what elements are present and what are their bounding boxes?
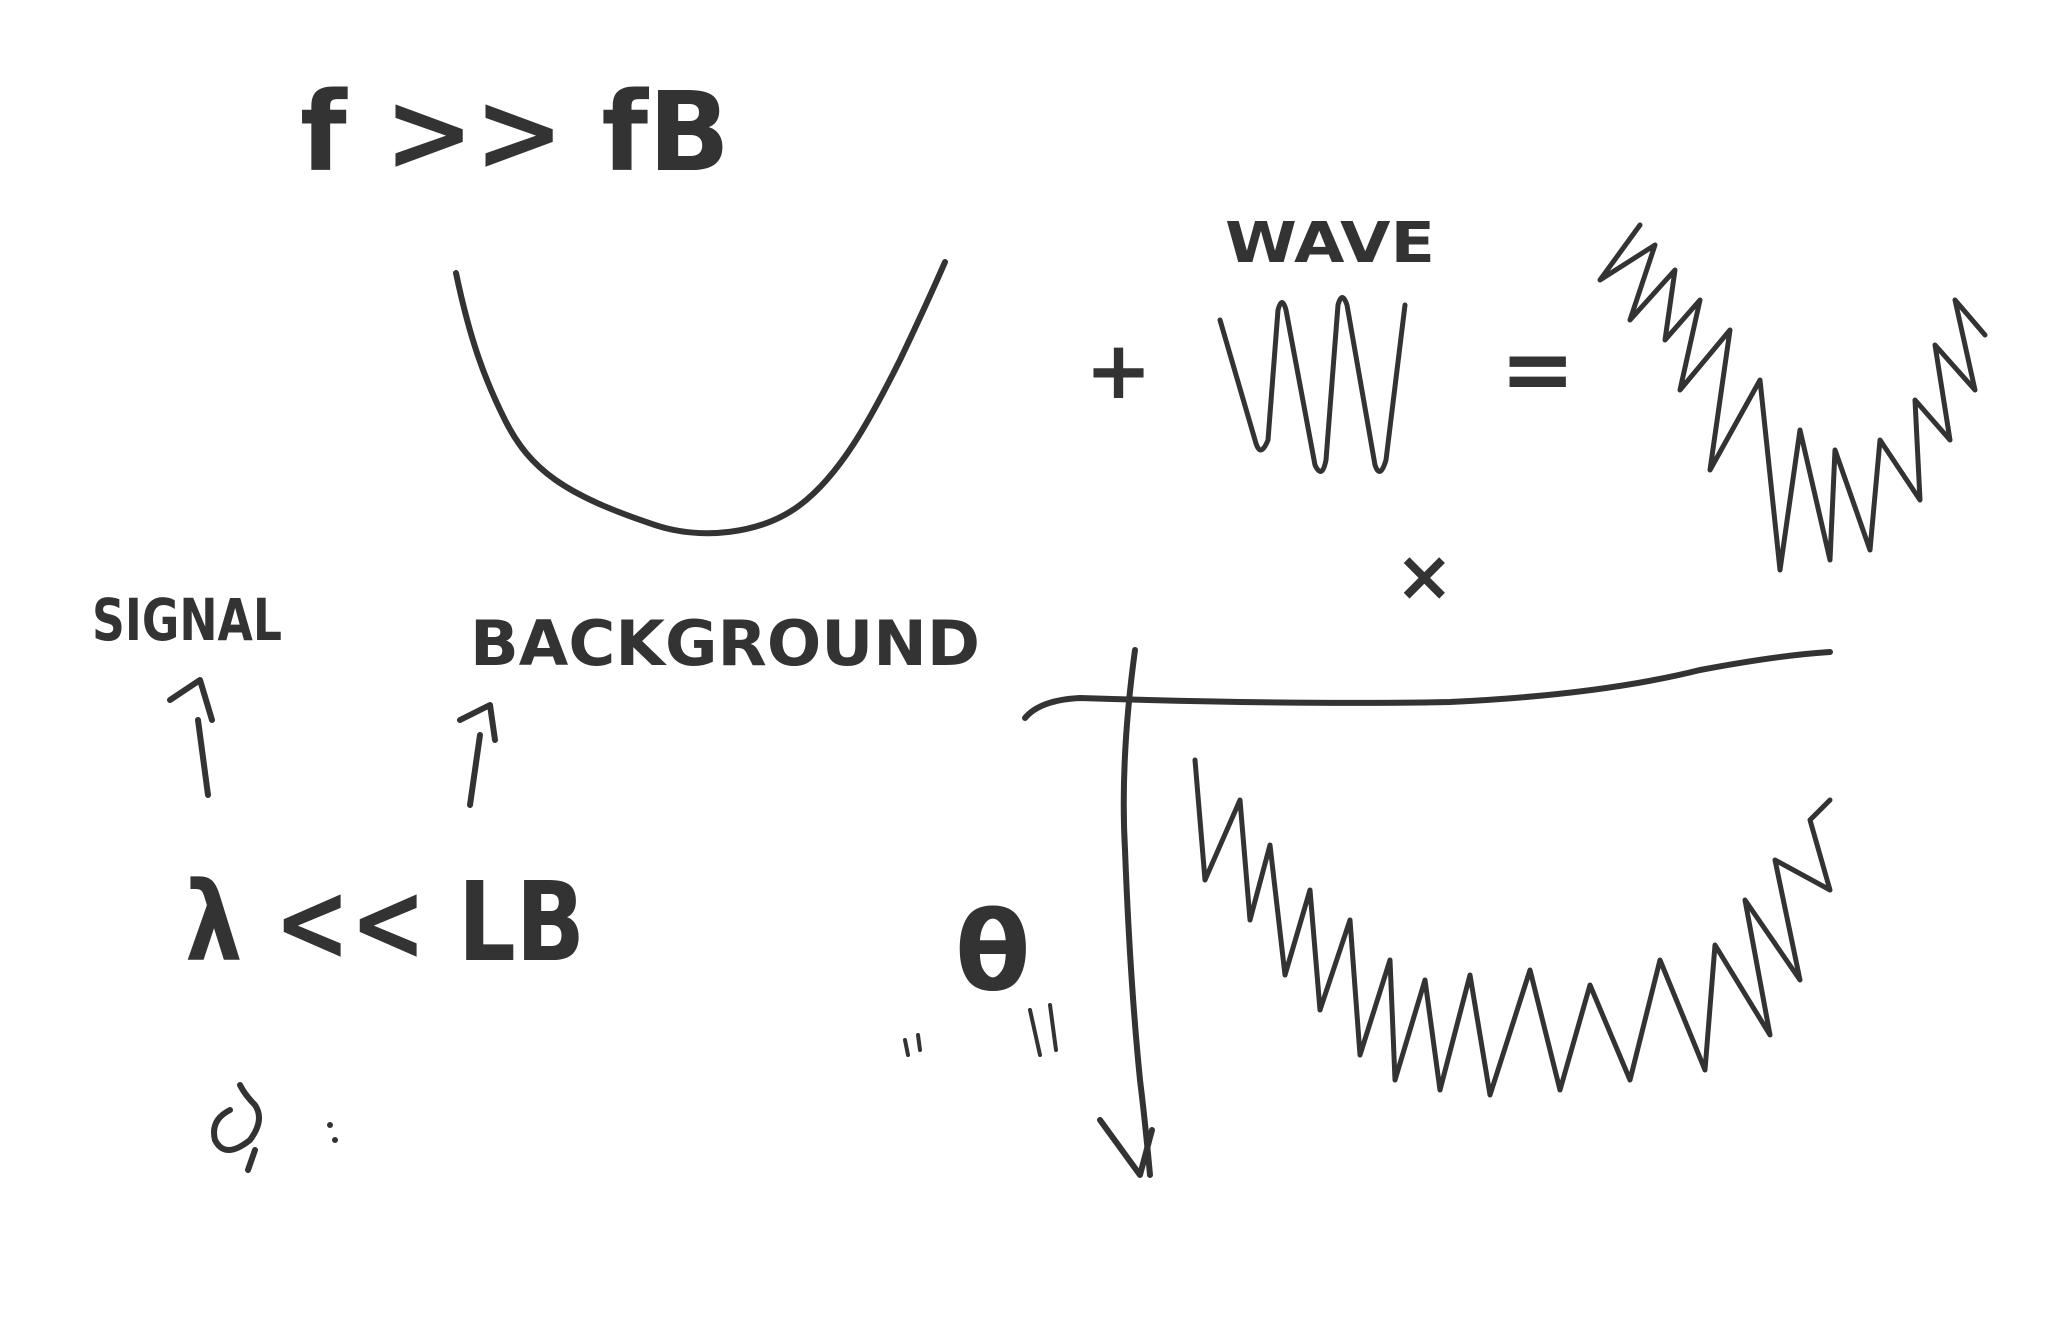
signal-label-group: SIGNAL bbox=[92, 586, 282, 798]
background-curve-icon bbox=[453, 259, 948, 537]
signal-label: SIGNAL bbox=[92, 586, 282, 654]
phase-label-group: θ bbox=[903, 888, 1058, 1057]
top-inequality-text: f >> fB bbox=[300, 68, 730, 196]
axes-icon bbox=[1022, 647, 1833, 1178]
background-arrow-icon bbox=[457, 702, 498, 808]
top-inequality: f >> fB bbox=[300, 68, 730, 196]
plus-sign: + bbox=[1085, 324, 1152, 417]
bottom-inequality-text: λ << LB bbox=[185, 858, 585, 986]
phase-label: θ bbox=[955, 888, 1031, 1016]
background-label: BACKGROUND bbox=[470, 607, 980, 680]
times-sign: × bbox=[1395, 535, 1454, 617]
scribble-mark bbox=[211, 1082, 338, 1173]
oscillation-wave-icon bbox=[1217, 295, 1408, 474]
combined-signal-on-axes-icon bbox=[1192, 757, 1833, 1098]
down-arrow-icon bbox=[1097, 1117, 1155, 1178]
combined-signal-curve-icon bbox=[1597, 222, 1988, 573]
bottom-inequality: λ << LB bbox=[185, 858, 585, 986]
background-label-group: BACKGROUND bbox=[457, 607, 980, 808]
wave-label: WAVE bbox=[1225, 211, 1435, 276]
wave-label-group: WAVE bbox=[1225, 211, 1435, 276]
signal-arrow-icon bbox=[167, 677, 215, 798]
equals-sign: = bbox=[1500, 317, 1575, 422]
